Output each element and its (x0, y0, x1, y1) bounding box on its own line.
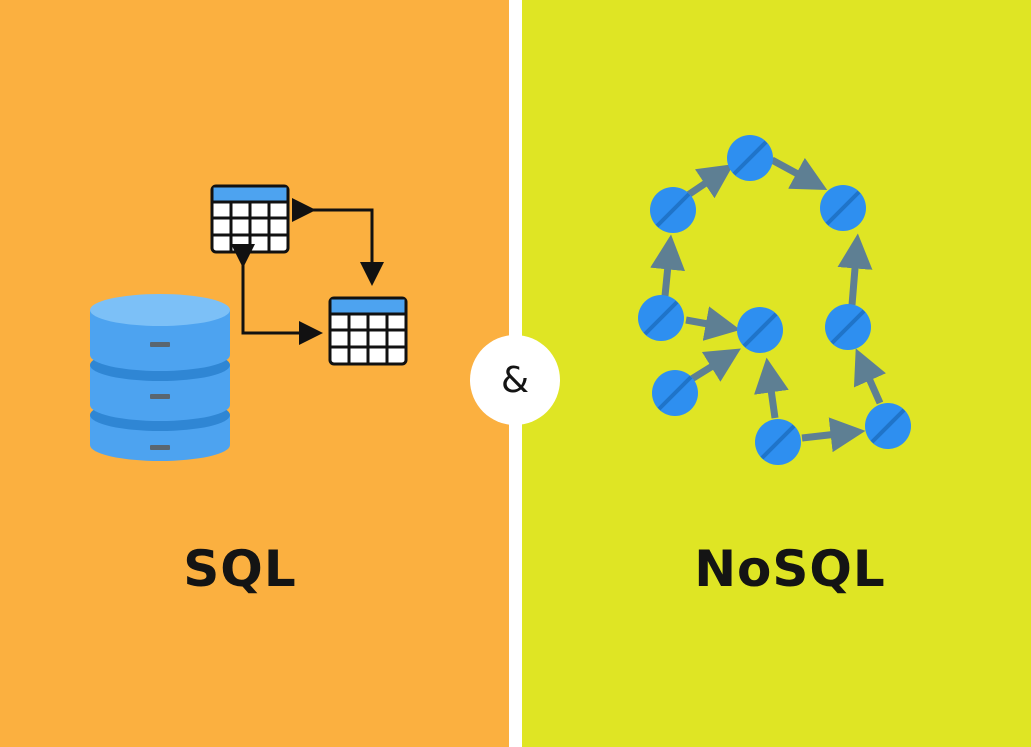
graph-node-icon (820, 185, 866, 231)
database-icon (90, 294, 230, 461)
table-icon (328, 296, 408, 366)
graph-node-icon (865, 403, 911, 449)
graph-nodes (638, 135, 911, 465)
table-icon (210, 184, 290, 254)
sql-title: SQL (183, 540, 297, 598)
sql-panel (0, 0, 509, 747)
ampersand-badge: & (470, 335, 560, 425)
ampersand-symbol: & (500, 359, 530, 401)
graph-node-icon (650, 187, 696, 233)
graph-node-icon (727, 135, 773, 181)
graph-node-icon (638, 295, 684, 341)
relation-arrows (231, 198, 384, 345)
graph-node-icon (737, 307, 783, 353)
graph-edges (650, 156, 886, 453)
graph-node-icon (755, 419, 801, 465)
graph-node-icon (652, 370, 698, 416)
nosql-title: NoSQL (694, 540, 886, 598)
graph-node-icon (825, 304, 871, 350)
